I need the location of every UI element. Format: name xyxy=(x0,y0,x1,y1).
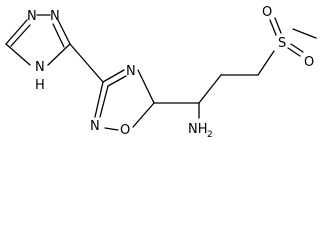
molecule-structure: N N N H N N O NH 2 S O O xyxy=(5,5,317,140)
atom-o-oxadiazole: O xyxy=(120,123,130,138)
atom-n-oxadiazole-n2: N xyxy=(90,119,100,134)
bond-triazole-c5-n1 xyxy=(5,19,28,45)
bond-triazole-n4-c5 xyxy=(5,43,31,66)
triazole-ring xyxy=(5,14,71,66)
bond-oxadiazole-n2-c3 xyxy=(94,81,104,118)
bond-oxadiazole-n4-c5 xyxy=(137,69,155,104)
atom-s-sulfonyl: S xyxy=(278,36,286,51)
bond-triazole-oxadiazole xyxy=(69,43,104,83)
atom-n-triazole-nh: N xyxy=(35,60,45,75)
bond-oxadiazole-c5-o1 xyxy=(132,102,155,128)
atom-nh2-amine: NH xyxy=(188,122,208,137)
bond-ch-ch2a xyxy=(198,74,222,104)
bond-triazole-n2-c3-double xyxy=(52,23,65,48)
atom-o-sulfonyl-bottom: O xyxy=(304,55,314,70)
atom-labels: N N N H N N O NH 2 S O O xyxy=(27,5,314,140)
bond-oxadiazole-c3-n4 xyxy=(102,69,125,83)
bond-ch2b-s xyxy=(257,50,275,76)
bond-oxadiazole-n2-c3-double xyxy=(99,85,109,118)
atom-h-triazole-nh: H xyxy=(35,78,45,93)
bond-s-o-top-double xyxy=(274,17,282,34)
atom-o-sulfonyl-top: O xyxy=(262,5,272,20)
bond-s-o-bottom-double xyxy=(290,43,304,53)
atom-n-oxadiazole-n4: N xyxy=(126,64,136,79)
bond-s-o-bottom xyxy=(287,47,301,57)
bond-triazole-n2-c3 xyxy=(57,19,71,45)
bond-s-ch3 xyxy=(292,28,317,39)
oxadiazole-ring xyxy=(94,69,155,131)
atom-n-triazole-n2: N xyxy=(50,9,60,24)
bond-oxadiazole-c3-n4-double xyxy=(107,75,127,87)
atom-n-triazole-n1: N xyxy=(27,9,37,24)
bond-oxadiazole-o1-n2 xyxy=(104,127,119,131)
bond-triazole-c3-n4 xyxy=(47,43,71,66)
atom-nh2-subscript: 2 xyxy=(207,130,213,140)
bond-s-o-top xyxy=(269,19,277,36)
bond-triazole-c5-n1-double xyxy=(10,24,31,47)
